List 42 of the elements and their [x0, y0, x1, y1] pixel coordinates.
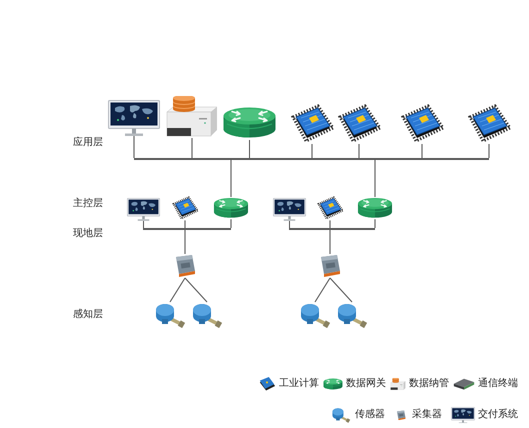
connector-line: [184, 220, 186, 228]
bus-line: [289, 228, 375, 230]
connector-line: [374, 160, 376, 198]
chip-icon: [289, 104, 335, 144]
chip-icon: [466, 104, 512, 144]
bus-line: [143, 228, 231, 230]
legend-label: 工业计算: [279, 378, 319, 390]
bus-line: [134, 158, 489, 160]
legend-label: 数据纳管: [409, 378, 449, 390]
connector-line: [230, 218, 232, 228]
monitor-icon: [273, 198, 306, 221]
router-icon: [213, 197, 249, 220]
connector-line: [289, 220, 290, 228]
connector-line: [488, 144, 490, 158]
monitor-icon: [127, 198, 160, 221]
server-icon: [165, 96, 219, 138]
connector-line: [184, 278, 208, 302]
router-icon: [357, 197, 393, 220]
legend-label: 数据网关: [346, 378, 386, 390]
chip-icon: [171, 196, 199, 220]
legend-label: 采集器: [412, 409, 442, 421]
chip-icon: [316, 196, 344, 220]
connector-line: [170, 278, 186, 302]
layer-label: 主控层: [73, 198, 103, 210]
connector-line: [143, 220, 144, 228]
connector-line: [230, 160, 232, 198]
connector-line: [330, 278, 352, 302]
connector-line: [314, 278, 330, 302]
legend-label: 通信终端: [478, 378, 518, 390]
connector-line: [358, 144, 360, 158]
layer-label: 应用层: [73, 137, 103, 149]
monitor-icon: [108, 100, 160, 136]
connector-line: [374, 218, 376, 228]
legend-label: 传感器: [355, 409, 385, 421]
layer-label: 现地层: [73, 228, 103, 240]
legend-label: 交付系统: [478, 409, 518, 421]
connector-line: [249, 140, 250, 158]
layer-label: 感知层: [73, 309, 103, 321]
chip-icon: [336, 104, 382, 144]
chip-icon: [399, 104, 445, 144]
connector-line: [184, 230, 186, 254]
router-icon: [222, 106, 277, 140]
